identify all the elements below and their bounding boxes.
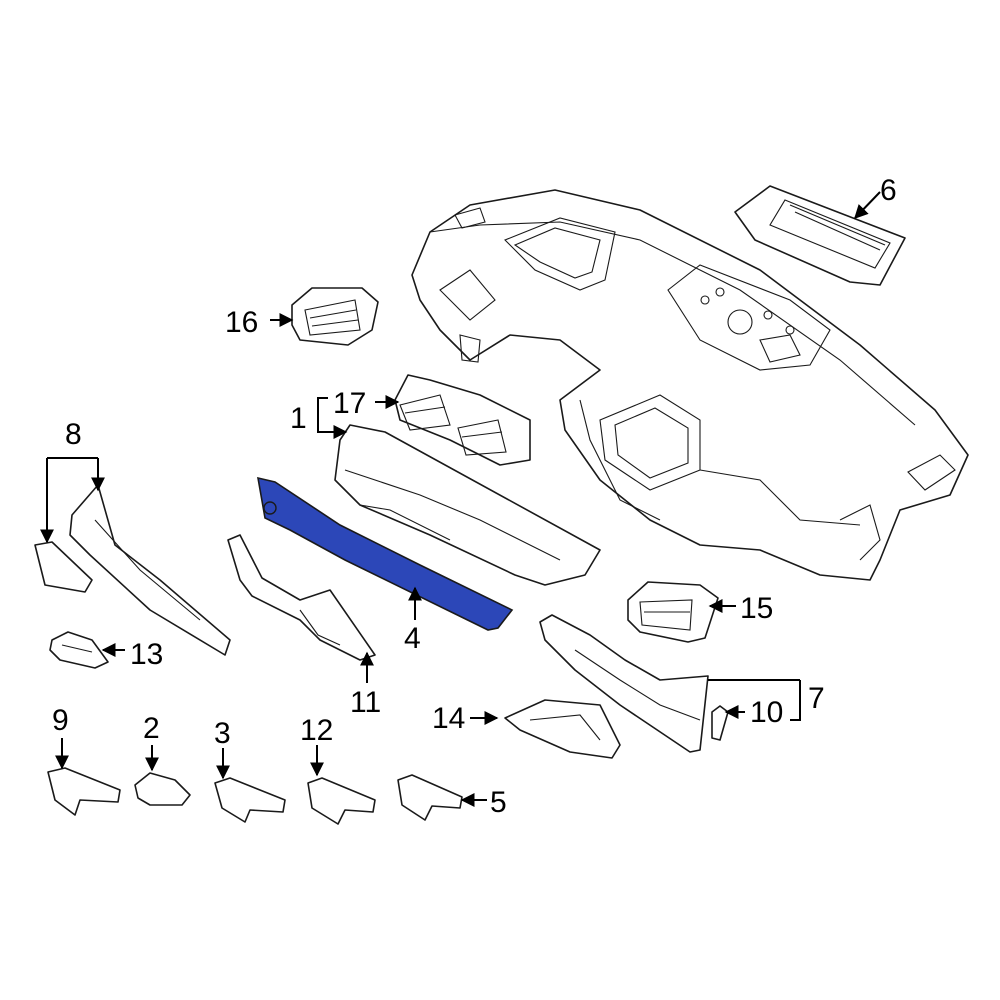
callout-2: 2 [143,712,160,745]
callout-1: 1 [290,402,307,435]
part-15-air-vent [627,581,719,643]
part-17-center-vent [394,374,531,466]
part-5-clip [397,774,463,821]
callout-14: 14 [432,702,465,735]
callout-8: 8 [65,418,82,451]
dashboard-frame [411,189,969,581]
callout-15: 15 [740,592,773,625]
callout-6: 6 [880,174,897,207]
part-16-air-vent [291,287,379,346]
callout-4: 4 [404,622,421,655]
callout-3: 3 [214,717,231,750]
part-3-clip [214,777,286,823]
callout-17: 17 [333,387,366,420]
part-12-clip [307,777,376,825]
callout-11: 11 [350,686,381,719]
callout-12: 12 [300,714,333,747]
part-10-pin [711,705,729,741]
callout-16: 16 [225,306,258,339]
callout-7: 7 [808,682,825,715]
callout-labels: 1 2 3 4 5 6 7 8 9 10 11 12 13 14 15 16 1… [52,174,897,819]
part-4-hole [263,501,277,515]
part-13-clip [49,631,109,669]
part-2-clip [134,772,191,806]
callout-10: 10 [750,696,783,729]
leader-lines [40,191,881,807]
part-7-side-trim [539,614,709,753]
callout-5: 5 [490,786,507,819]
part-8-side-trim [34,484,231,656]
part-9-clip [47,767,121,816]
part-6-display-panel [734,185,906,286]
part-1-trim-panel [334,424,601,586]
part-4-highlighted-trim [257,476,514,631]
callout-13: 13 [130,638,163,671]
callout-9: 9 [52,704,69,737]
part-14-bracket [504,699,621,759]
